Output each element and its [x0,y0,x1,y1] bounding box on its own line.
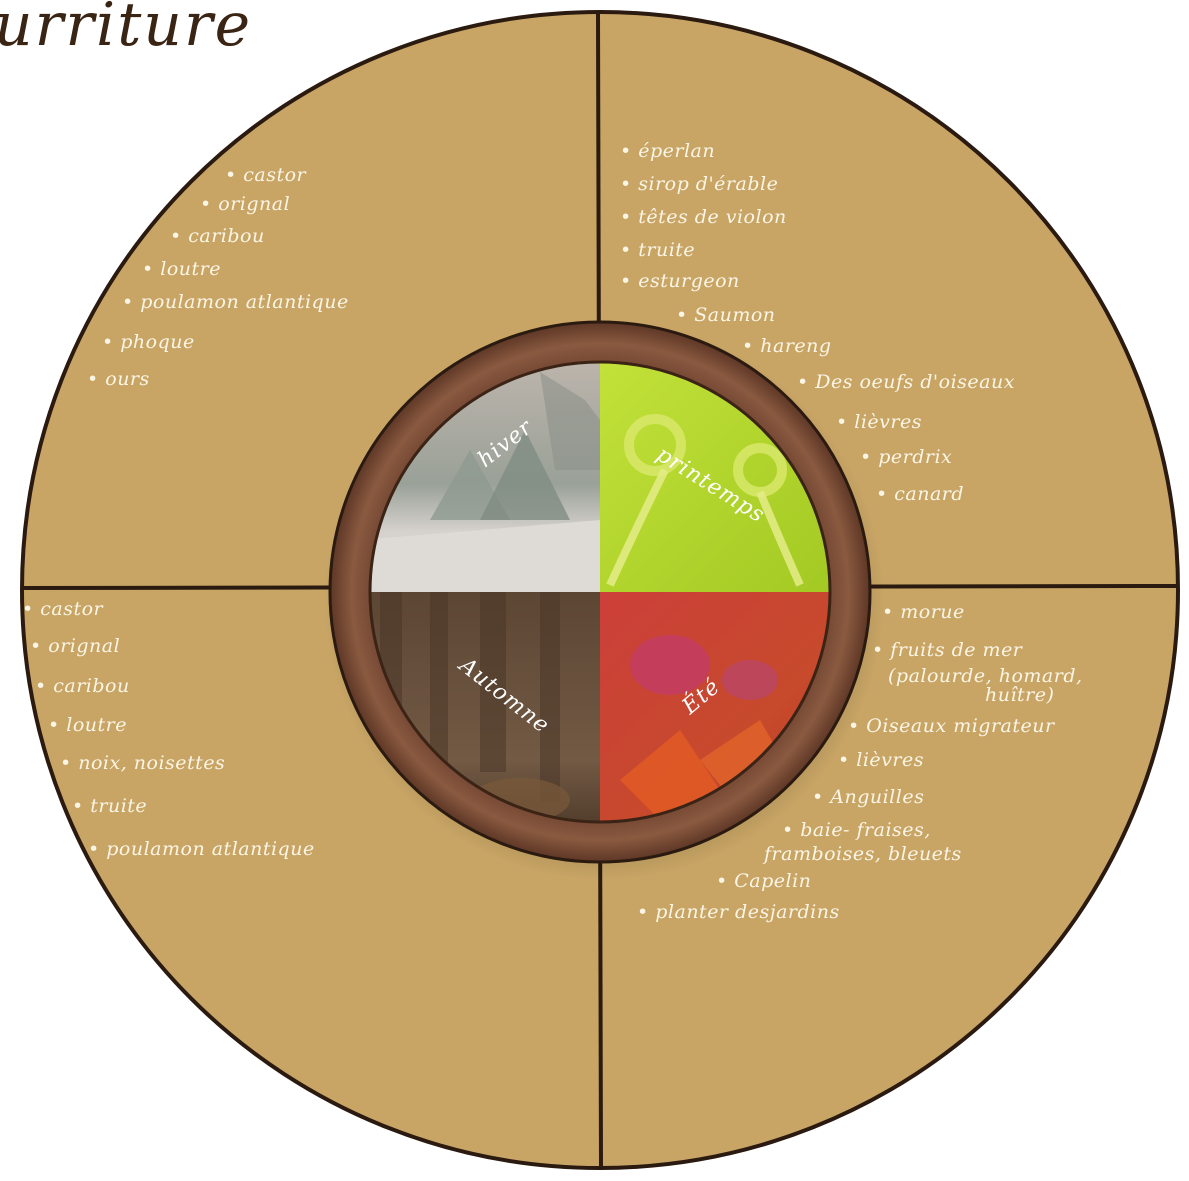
list-item: • planter desjardins [637,901,840,923]
list-item: • lièvres [836,411,922,433]
list-item: • hareng [742,335,832,357]
list-item: • castor [225,164,308,186]
list-item: • canard [876,483,964,505]
list-item: • phoque [102,331,195,353]
list-item: • ours [87,368,150,390]
page-title: urriture [0,0,252,60]
list-item: • morue [882,601,965,623]
list-item: • Capelin [716,870,811,892]
list-item: • Oiseaux migrateur [848,715,1056,737]
list-item: • caribou [170,225,265,247]
list-item: • Anguilles [812,786,924,808]
list-item: • truite [72,795,147,817]
list-item: • caribou [35,675,130,697]
list-item: • orignal [30,635,120,657]
list-item: huître) [985,684,1054,706]
list-item: • orignal [200,193,290,215]
list-item: • castor [22,598,105,620]
list-item: • esturgeon [620,270,740,292]
list-item: • Saumon [676,304,776,326]
list-item: • perdrix [860,446,952,468]
list-item: • têtes de violon [620,206,787,228]
list-item: • éperlan [620,140,715,162]
list-item: • loutre [142,258,221,280]
list-item: • loutre [48,714,127,736]
list-item: • fruits de mer [872,639,1024,661]
list-item: • Des oeufs d'oiseaux [797,371,1015,393]
list-item: • poulamon atlantique [122,291,349,313]
list-item: • baie- fraises, [782,819,931,841]
list-item: • sirop d'érable [620,173,778,195]
list-item: • noix, noisettes [60,752,225,774]
list-item: • truite [620,239,695,261]
list-item: • poulamon atlantique [88,838,315,860]
list-item: • lièvres [838,749,924,771]
list-item: framboises, bleuets [762,843,962,865]
